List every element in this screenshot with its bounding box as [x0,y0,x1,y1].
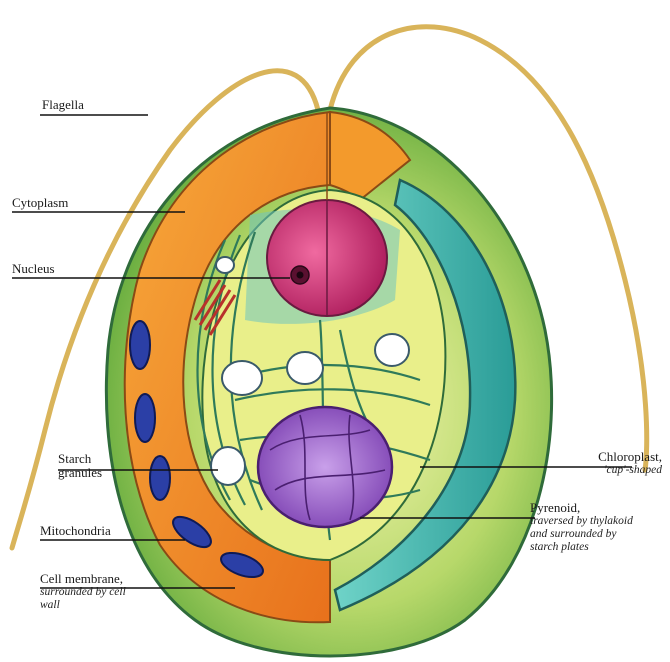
label-starch-granules: Starch granules [58,452,102,480]
label-mitochondria: Mitochondria [40,524,111,538]
label-flagella: Flagella [42,98,84,112]
label-chloroplast: Chloroplast, 'cup'-shaped [552,450,662,477]
label-pyrenoid: Pyrenoid, traversed by thylakoid and sur… [530,501,633,554]
pyrenoid [258,407,392,527]
label-cytoplasm: Cytoplasm [12,196,68,210]
label-cell-membrane: Cell membrane, surrounded by cell wall [40,572,126,612]
label-nucleus: Nucleus [12,262,55,276]
